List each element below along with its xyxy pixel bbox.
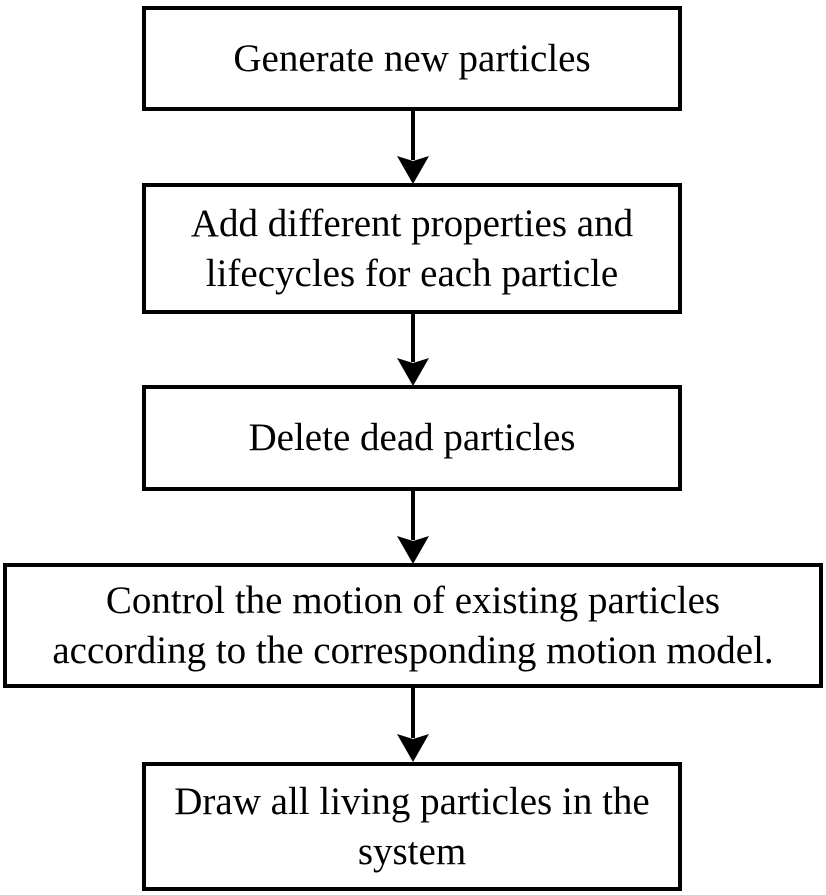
arrow-head-icon [397, 156, 429, 184]
node-text-line: system [357, 829, 467, 873]
arrow-head-icon [397, 734, 429, 762]
arrow-head-icon [397, 536, 429, 564]
flow-node-draw-living-particles: Draw all living particles in the system [142, 762, 682, 891]
flow-node-generate-new-particles: Generate new particles [142, 6, 682, 111]
node-text-line: lifecycles for each particle [205, 251, 619, 295]
node-text-line: Draw all living particles in the [174, 779, 650, 823]
down-arrow-connector-1 [397, 110, 429, 184]
down-arrow-connector-2 [397, 312, 429, 386]
node-text-line: Add different properties and [190, 201, 634, 245]
node-text-line: according to the corresponding motion mo… [52, 628, 774, 672]
node-text-line: Control the motion of existing particles [105, 578, 721, 622]
arrow-head-icon [397, 358, 429, 386]
flow-node-add-properties-lifecycles: Add different properties and lifecycles … [142, 183, 682, 314]
down-arrow-connector-4 [397, 688, 429, 762]
flow-node-delete-dead-particles: Delete dead particles [142, 385, 682, 491]
node-text-line: Delete dead particles [248, 416, 576, 460]
down-arrow-connector-3 [397, 490, 429, 564]
flow-node-control-motion: Control the motion of existing particles… [3, 563, 823, 688]
node-text-line: Generate new particles [233, 36, 591, 80]
